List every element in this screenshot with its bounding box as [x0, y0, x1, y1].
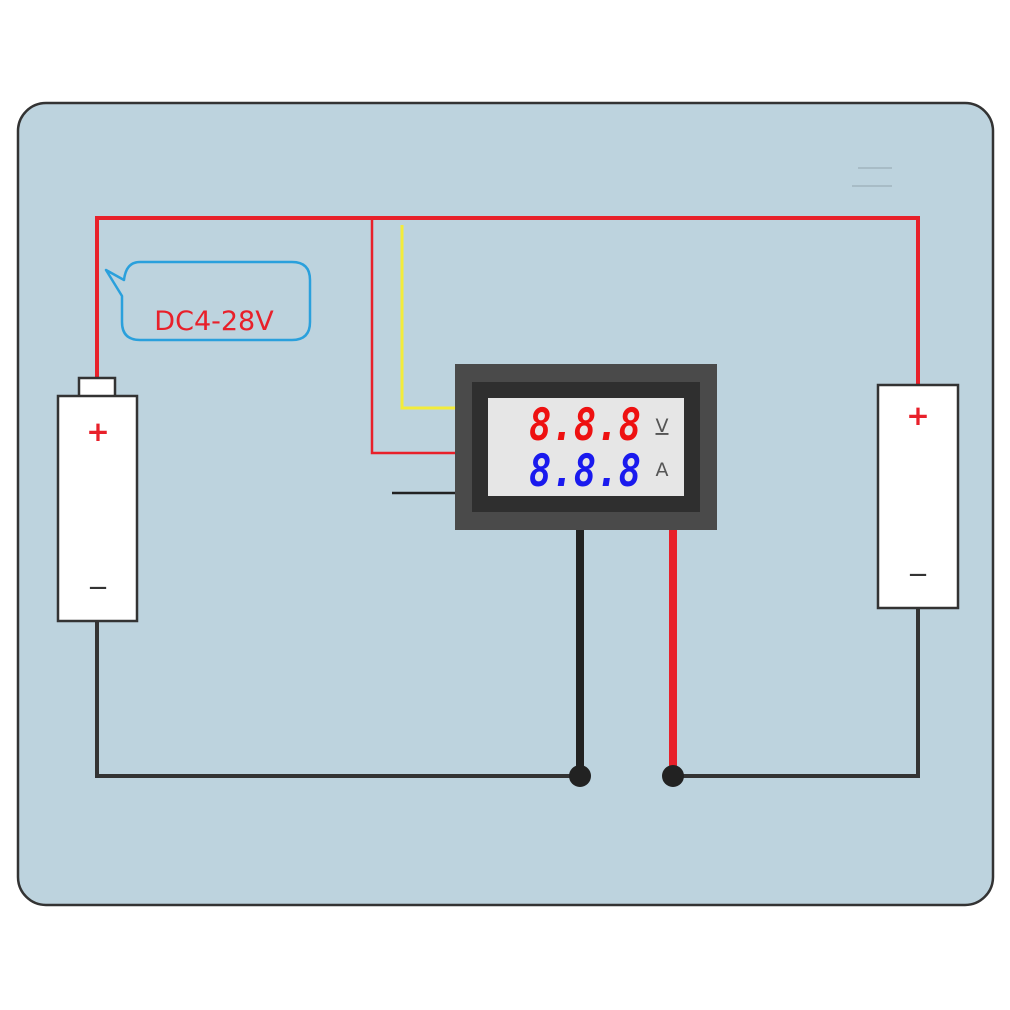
right-battery-minus: −: [907, 560, 929, 590]
supply-voltage-label: DC4-28V: [154, 306, 274, 337]
left-battery-plus: +: [86, 415, 109, 448]
callout-bubble: [104, 260, 312, 342]
right-battery-plus: +: [906, 399, 929, 432]
black-wire-left-bottom: [95, 620, 580, 778]
voltage-display: 8.8.8: [529, 400, 641, 451]
faint-marks: [852, 167, 892, 187]
left-battery-minus: −: [87, 573, 109, 603]
junction-dot-black: [569, 765, 591, 787]
yellow-wire: [400, 225, 455, 410]
right-battery: + −: [876, 383, 960, 610]
red-wire-top: [95, 216, 920, 388]
right-battery-body: [876, 383, 960, 610]
meter-screen: [488, 398, 684, 496]
voltage-unit: V: [656, 415, 669, 437]
junction-dot-red: [662, 765, 684, 787]
left-battery: + −: [56, 376, 139, 623]
red-wire-sense: [370, 218, 455, 455]
current-display: 8.8.8: [529, 446, 641, 497]
volt-amp-meter: 8.8.8 V 8.8.8 A: [455, 364, 717, 530]
supply-voltage-callout: DC4-28V: [104, 260, 312, 342]
black-wire-right-bottom: [673, 608, 920, 778]
current-unit: A: [656, 459, 669, 481]
left-battery-body: [56, 394, 139, 623]
